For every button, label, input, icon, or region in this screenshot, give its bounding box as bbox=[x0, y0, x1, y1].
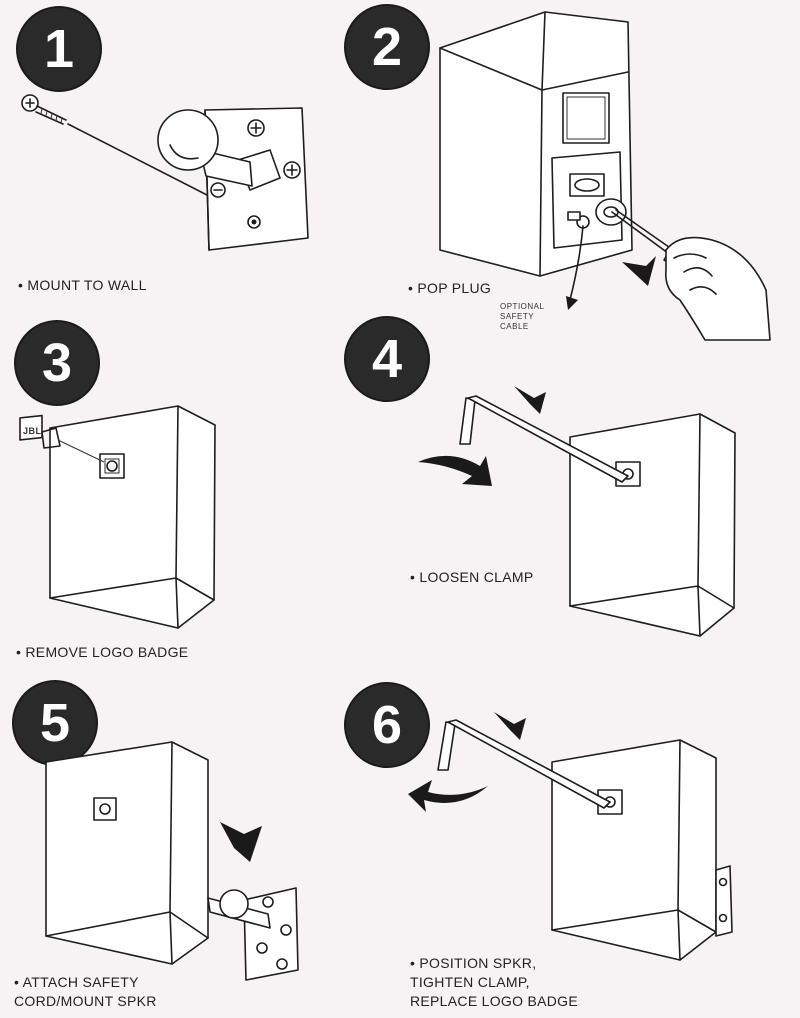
hex-key bbox=[437, 719, 611, 809]
rotate-arrow-icon bbox=[418, 455, 492, 486]
step-3-badge: 3 bbox=[16, 322, 98, 404]
hand-icon bbox=[664, 236, 771, 341]
step-2-caption: • POP PLUG bbox=[408, 280, 492, 296]
step-5-caption: • ATTACH SAFETY CORD/MOUNT SPKR bbox=[14, 974, 157, 1009]
step-6-caption: • POSITION SPKR, TIGHTEN CLAMP, REPLACE … bbox=[410, 955, 579, 1009]
step-6-badge: 6 bbox=[346, 684, 428, 766]
safety-cable bbox=[569, 225, 584, 301]
step-4-caption: • LOOSEN CLAMP bbox=[410, 569, 534, 585]
speaker-cabinet-front bbox=[551, 739, 733, 961]
rotate-arrow-icon bbox=[408, 780, 488, 812]
arrow-down-icon bbox=[622, 256, 656, 286]
step-5-badge: 5 bbox=[14, 682, 96, 764]
step-2-note: OPTIONAL SAFETY CABLE bbox=[500, 302, 545, 331]
logo-badge bbox=[19, 414, 105, 463]
ball-stud bbox=[157, 109, 253, 187]
logo-badge-text: JBL bbox=[23, 426, 42, 436]
hex-key bbox=[459, 395, 629, 483]
step-3-caption: • REMOVE LOGO BADGE bbox=[16, 644, 189, 660]
arrow-icon bbox=[220, 822, 262, 862]
screw-icon bbox=[21, 94, 67, 125]
step-4-badge: 4 bbox=[346, 318, 428, 400]
step-1-caption: • MOUNT TO WALL bbox=[18, 277, 147, 293]
speaker-cabinet-front bbox=[49, 405, 216, 629]
step-1-badge: 1 bbox=[18, 8, 100, 90]
arrow-icon bbox=[514, 386, 546, 414]
ball-stud bbox=[207, 889, 271, 929]
step-2-badge: 2 bbox=[346, 6, 428, 88]
arrow-icon bbox=[494, 712, 526, 740]
arrow-icon bbox=[566, 296, 578, 310]
speaker-cabinet-front bbox=[45, 741, 209, 965]
